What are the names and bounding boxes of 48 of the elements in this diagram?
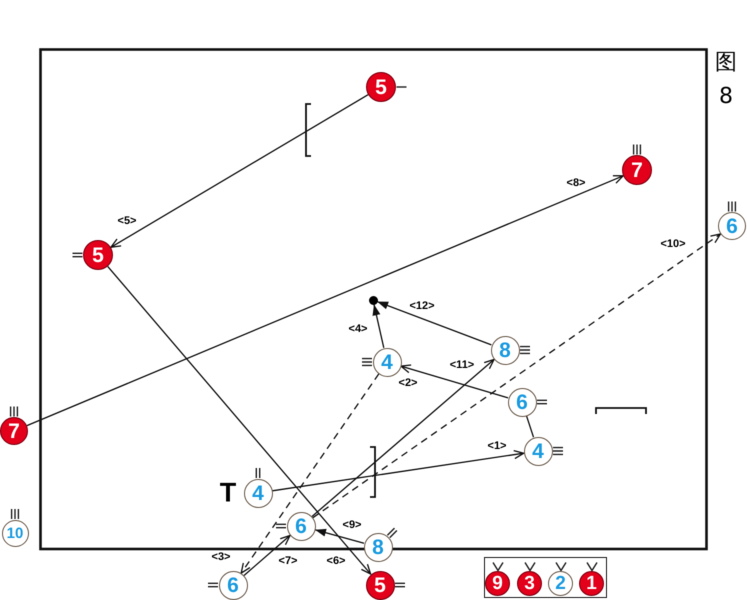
player-marker: 7 xyxy=(622,155,652,185)
player-marker: 8 xyxy=(364,532,392,562)
player-marker: 1 xyxy=(579,571,604,596)
edge-label: <5> xyxy=(116,215,138,227)
player-marker: 6 xyxy=(286,512,316,540)
arrow xyxy=(314,528,364,544)
arrow xyxy=(107,266,372,575)
player-marker: 6 xyxy=(718,212,746,240)
edge-label: <12> xyxy=(408,300,436,312)
arrow xyxy=(312,358,495,517)
edge-label: <1> xyxy=(486,440,508,452)
player-marker: 5 xyxy=(83,240,113,270)
edge-label: <8> xyxy=(566,177,586,189)
connector-line xyxy=(526,416,534,438)
edge-label: <2> xyxy=(398,377,418,389)
arrow xyxy=(376,301,492,346)
arrow xyxy=(110,94,368,248)
dashed-arrow xyxy=(312,233,722,518)
player-marker: 6 xyxy=(218,570,248,600)
dashed-arrow xyxy=(240,374,380,574)
edge-label: <11> xyxy=(448,359,476,371)
edge-label: <3> xyxy=(210,551,232,563)
player-marker: 9 xyxy=(485,571,510,596)
edge-label: <10> xyxy=(659,238,687,250)
arrow xyxy=(26,175,624,426)
player-marker: 7 xyxy=(0,417,28,445)
player-marker: 4 xyxy=(524,436,552,466)
edge-label: <9> xyxy=(342,519,362,531)
edge-label: <7> xyxy=(278,555,298,567)
edge-label: <6> xyxy=(326,555,346,567)
player-marker: 3 xyxy=(517,571,542,596)
player-marker: 8 xyxy=(490,336,520,364)
figure-title: 图8 xyxy=(715,49,737,112)
player-marker: 10 xyxy=(2,520,28,546)
player-marker: 6 xyxy=(508,388,536,416)
position-letter: T xyxy=(220,480,236,506)
player-marker: 5 xyxy=(366,570,394,600)
arrow xyxy=(400,364,508,399)
ball-dot xyxy=(368,296,378,304)
arrow xyxy=(272,450,524,492)
edge-label: <4> xyxy=(348,323,368,335)
arrow xyxy=(244,534,291,576)
player-marker: 4 xyxy=(372,348,402,376)
player-marker: 5 xyxy=(366,72,396,102)
player-marker: 4 xyxy=(244,478,272,508)
arrow xyxy=(372,304,384,348)
player-marker: 2 xyxy=(548,571,573,596)
substitutes-panel xyxy=(484,557,607,598)
